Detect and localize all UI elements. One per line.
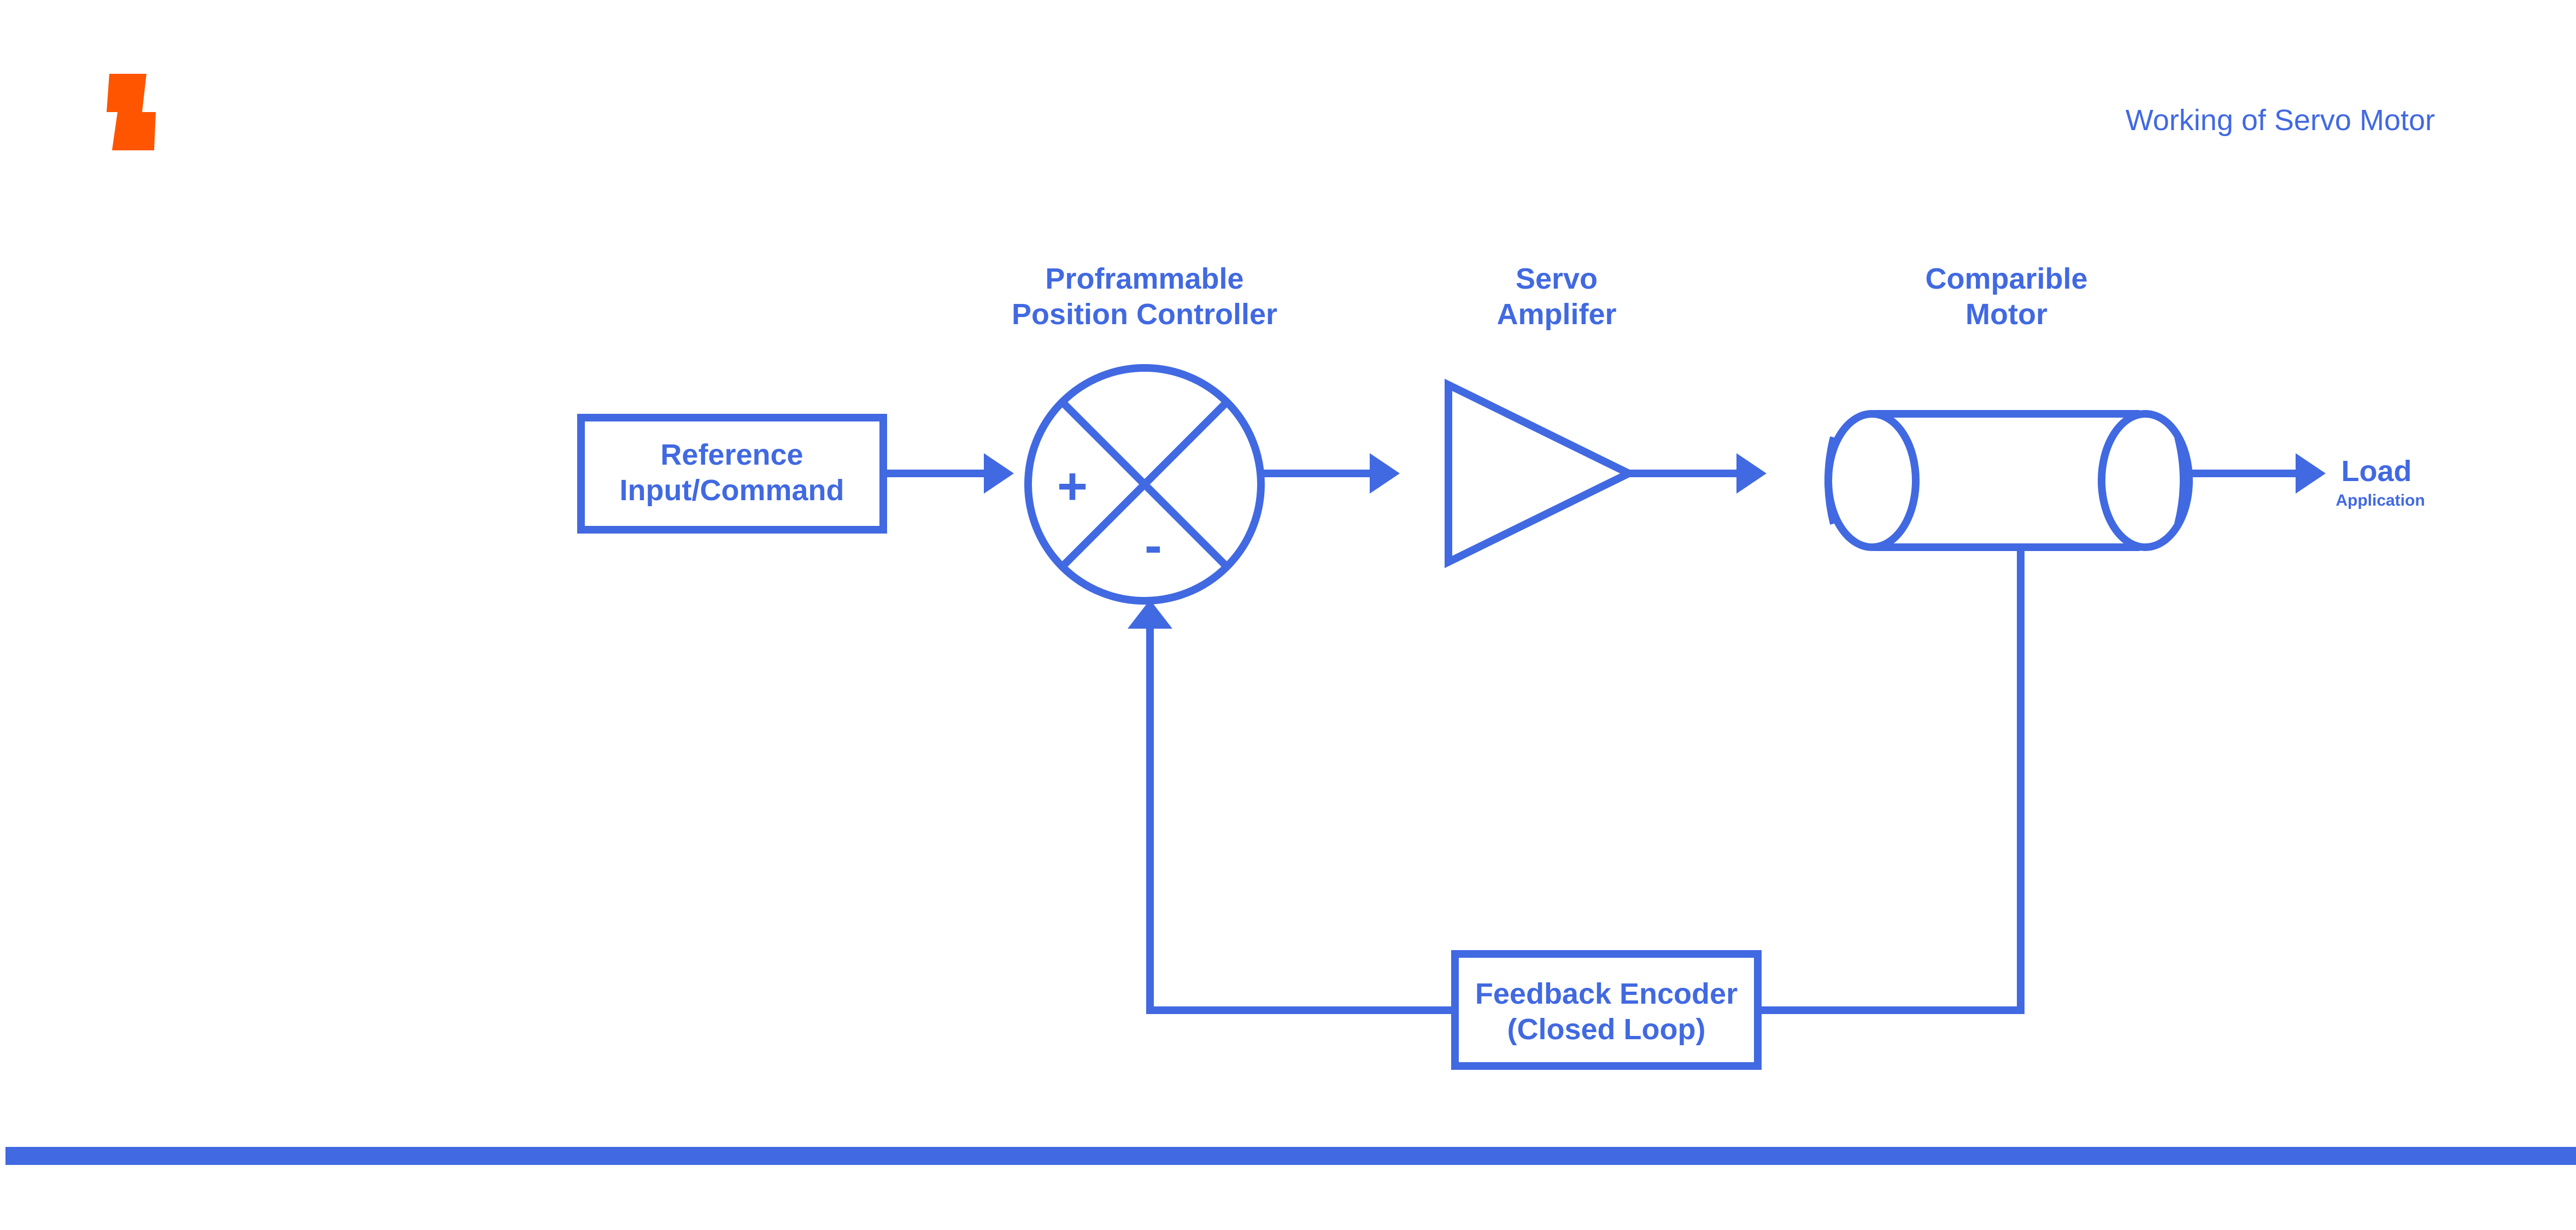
feedback-label-line1: Feedback Encoder (1475, 977, 1738, 1010)
amplifier-label-line1: Servo (1516, 262, 1598, 295)
arrow-amplifier-to-motor (1629, 453, 1767, 494)
feedback-label-line2: (Closed Loop) (1507, 1013, 1706, 1046)
footer-bar (5, 1147, 2576, 1165)
amplifier-label-line2: Amplifer (1497, 298, 1616, 331)
feedback-encoder-block: Feedback Encoder (Closed Loop) (1451, 950, 1762, 1070)
arrow-motor-to-load (2189, 453, 2326, 494)
motor-label-line1: Comparible (1925, 262, 2087, 295)
header-title: Working of Servo Motor (2126, 104, 2435, 137)
feedback-loop-path (1128, 547, 2025, 1014)
lightning-bolt-icon (107, 74, 156, 150)
motor-cylinder (1824, 410, 2193, 551)
summing-junction: + - (1024, 364, 1265, 605)
controller-label-line1: Proframmable (1045, 262, 1243, 295)
reference-label-line1: Reference (660, 438, 803, 471)
load-sublabel: Application (2336, 491, 2425, 509)
plus-sign: + (1057, 457, 1088, 516)
minus-sign: - (1145, 516, 1162, 575)
arrow-controller-to-amplifier (1261, 453, 1400, 494)
motor-label-line2: Motor (1965, 298, 2047, 331)
controller-label-line2: Position Controller (1012, 298, 1277, 331)
reference-input-block: Reference Input/Command (577, 414, 887, 534)
arrow-reference-to-controller (883, 453, 1014, 494)
reference-label-line2: Input/Command (620, 474, 844, 507)
amplifier-triangle (1445, 378, 1638, 569)
load-label: Load (2342, 455, 2412, 488)
